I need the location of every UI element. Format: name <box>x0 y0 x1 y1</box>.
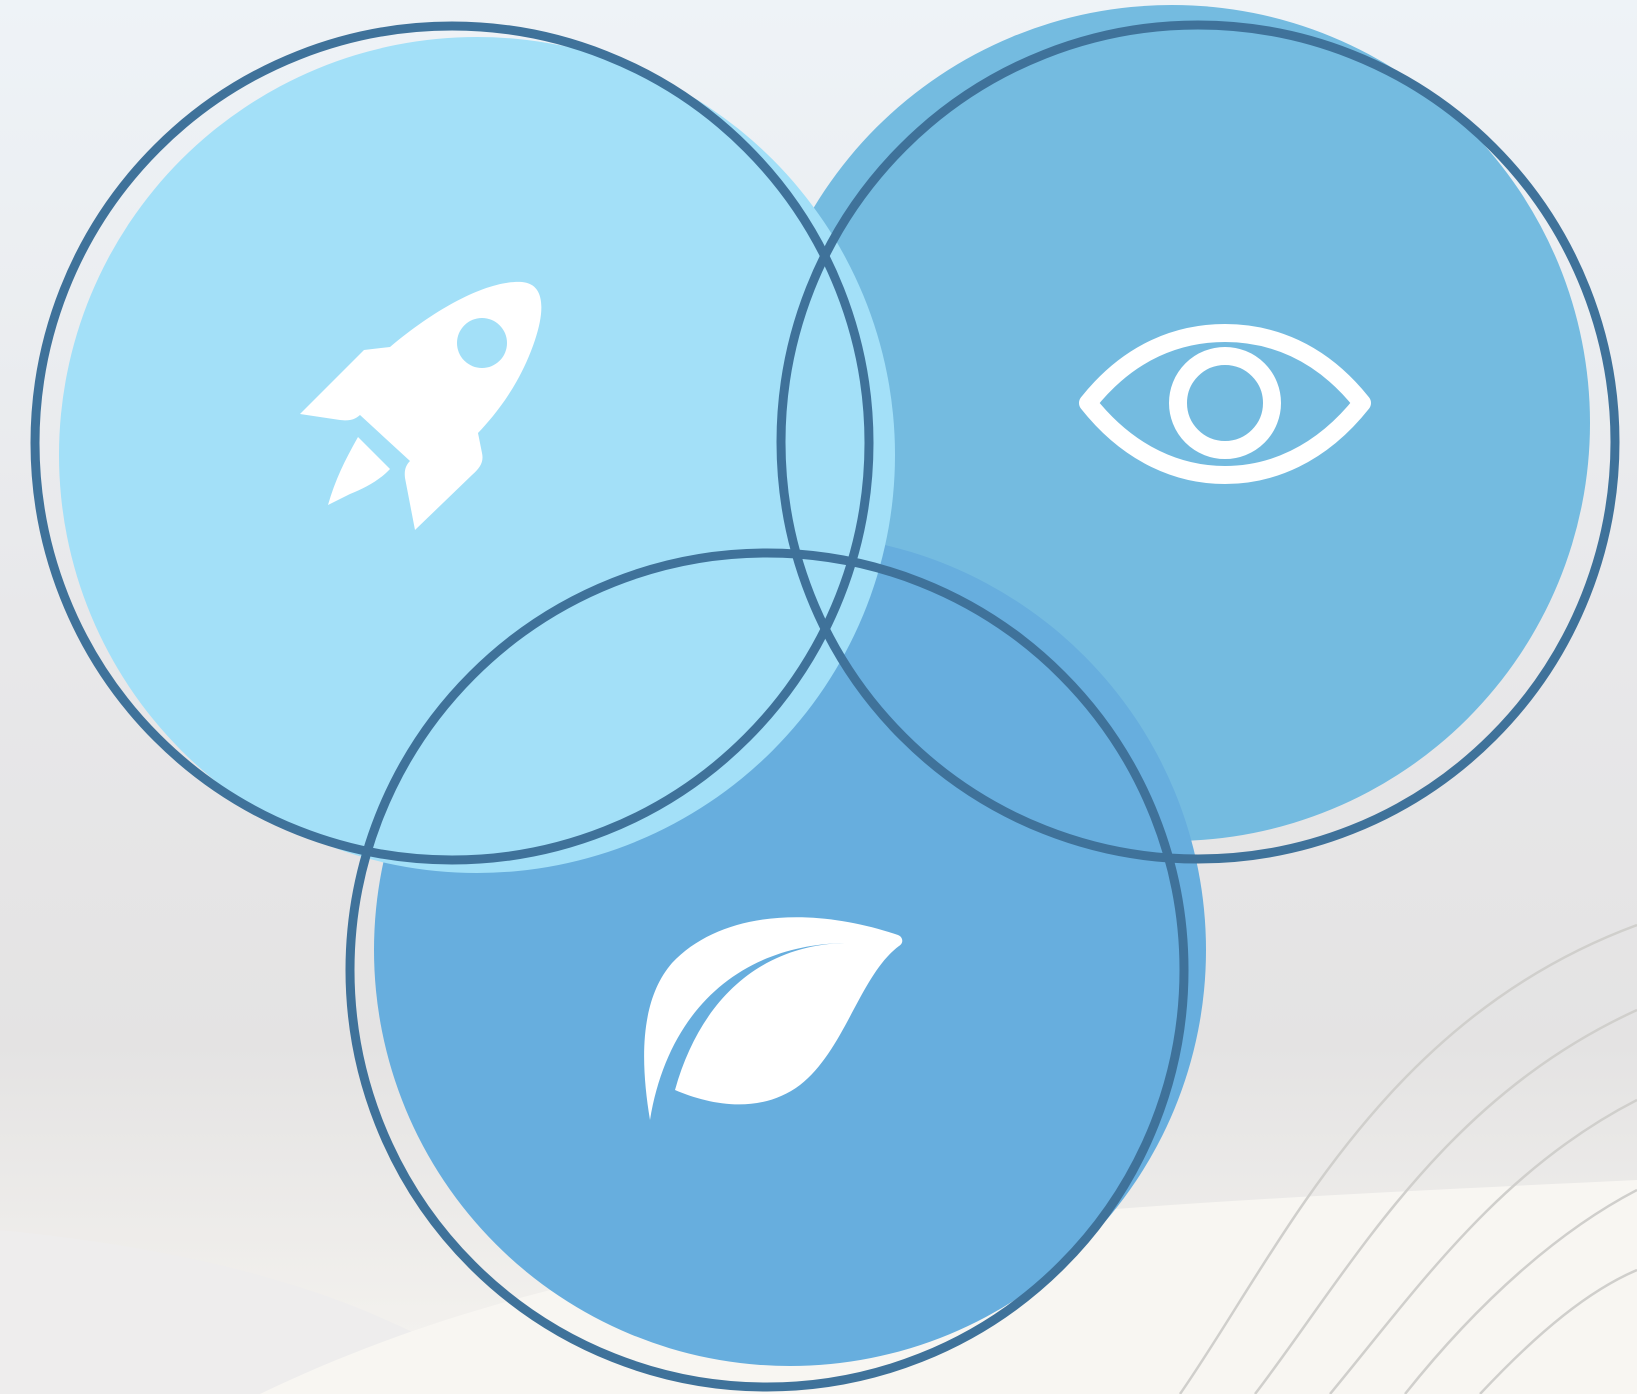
rocket-flame <box>328 437 390 505</box>
leaf-icon <box>644 917 903 1120</box>
rocket-window <box>457 318 507 368</box>
circle-leaf-outline <box>345 548 1189 1392</box>
eye-iris <box>1169 347 1281 459</box>
eye-outline <box>1079 324 1371 484</box>
eye-icon <box>1079 324 1371 484</box>
leaf-shape <box>644 917 903 1120</box>
circle-outlines <box>30 20 1620 1392</box>
decorative-wave-lines <box>1178 923 1637 1394</box>
circle-rocket-outline <box>30 21 874 865</box>
circle-eye-outline <box>776 20 1620 864</box>
